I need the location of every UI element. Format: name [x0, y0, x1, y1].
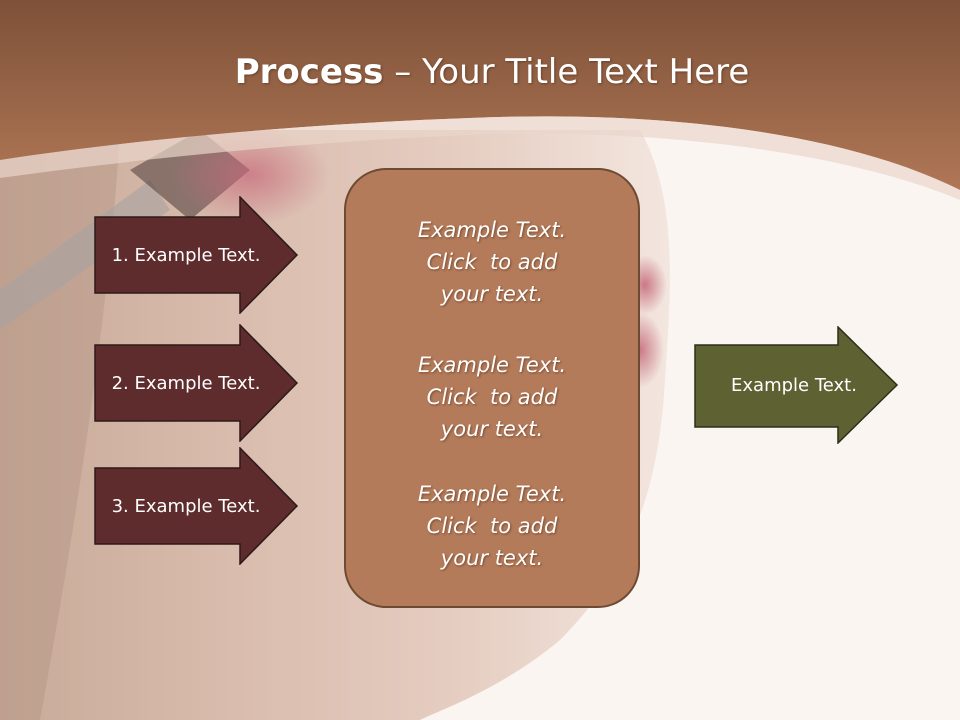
center-text-block: Example Text. Click to add your text.	[346, 214, 638, 310]
step-arrow-3[interactable]: 3. Example Text.	[94, 447, 300, 565]
step-label: 2. Example Text.	[111, 372, 261, 394]
center-text-line: your text.	[440, 417, 544, 441]
center-text-line: Example Text.	[417, 353, 567, 377]
center-process-box[interactable]: Example Text. Click to add your text. Ex…	[344, 168, 640, 608]
center-text-block: Example Text. Click to add your text.	[346, 349, 638, 445]
slide-title: Process – Your Title Text Here	[0, 52, 960, 92]
title-bold: Process	[234, 52, 384, 92]
center-text-line: your text.	[440, 546, 544, 570]
center-text-line: Example Text.	[417, 482, 567, 506]
output-arrow[interactable]: Example Text.	[694, 326, 900, 444]
center-text-line: Click to add	[426, 250, 558, 274]
center-text-line: Example Text.	[417, 218, 567, 242]
center-text-line: Click to add	[426, 385, 558, 409]
step-arrow-2[interactable]: 2. Example Text.	[94, 324, 300, 442]
step-arrow-1[interactable]: 1. Example Text.	[94, 196, 300, 314]
output-label: Example Text.	[731, 374, 857, 396]
title-rest: – Your Title Text Here	[383, 52, 750, 92]
step-label: 3. Example Text.	[111, 495, 261, 517]
center-text-block: Example Text. Click to add your text.	[346, 478, 638, 574]
step-label: 1. Example Text.	[111, 244, 261, 266]
center-text-line: Click to add	[426, 514, 558, 538]
center-text-line: your text.	[440, 282, 544, 306]
